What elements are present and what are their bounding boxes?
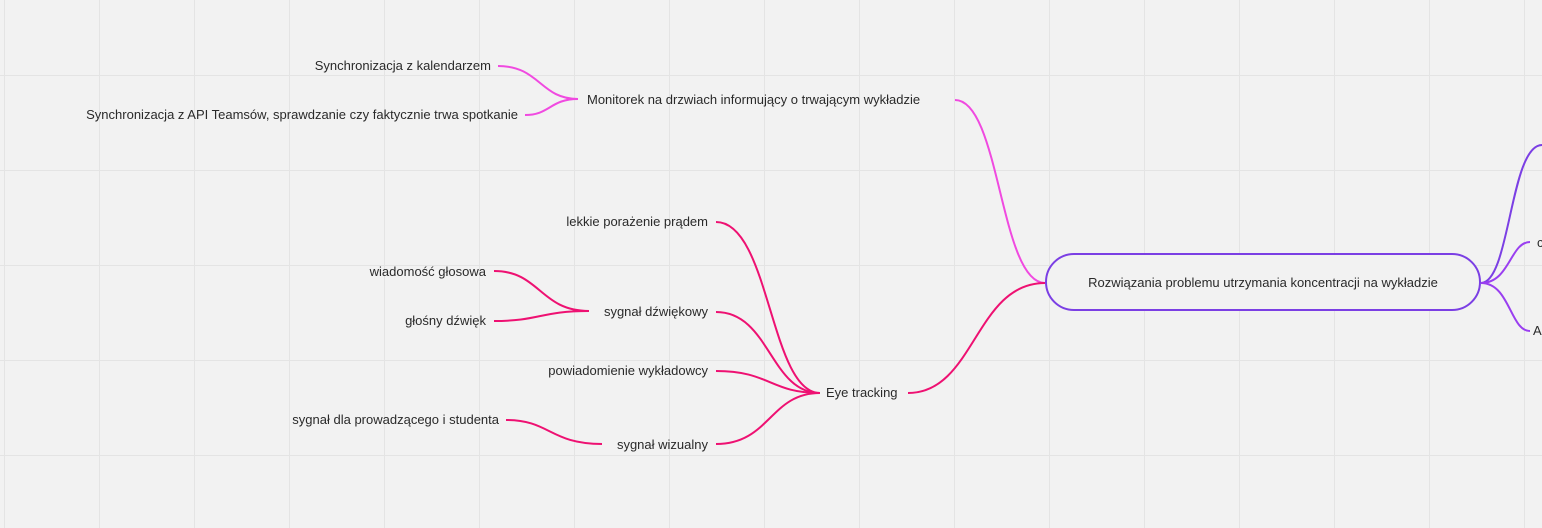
root-node[interactable]: Rozwiązania problemu utrzymania koncentr… [1045, 253, 1481, 311]
node-wiadomosc-glosowa[interactable]: wiadomość głosowa [369, 264, 486, 279]
node-sygnal-dzwiekowy[interactable]: sygnał dźwiękowy [603, 304, 708, 319]
node-glosny-dzwiek[interactable]: głośny dźwięk [405, 313, 486, 328]
edge-eye-powiadomienie [715, 370, 821, 394]
node-sygnal-prowadzacy-student[interactable]: sygnał dla prowadzącego i studenta [292, 412, 499, 427]
edge-root-right-a [1480, 282, 1531, 332]
node-sygnal-wizualny[interactable]: sygnał wizualny [616, 437, 708, 452]
root-node-label: Rozwiązania problemu utrzymania koncentr… [1088, 274, 1438, 290]
edge-eye-dzwiekowy [715, 311, 821, 394]
edge-monitorek-kalendarz [497, 65, 579, 100]
edge-wizualny-prowadzacy [505, 419, 603, 445]
edge-eye-wizualny [715, 392, 821, 445]
node-synchronizacja-teams[interactable]: Synchronizacja z API Teamsów, sprawdzani… [86, 107, 518, 122]
node-monitorek[interactable]: Monitorek na drzwiach informujący o trwa… [587, 92, 921, 107]
edge-root-right-top [1480, 144, 1542, 284]
node-right-a-partial[interactable]: A [1533, 323, 1542, 338]
edge-root-monitorek [954, 99, 1046, 284]
node-eye-tracking[interactable]: Eye tracking [826, 385, 898, 400]
node-powiadomienie-wykladowcy[interactable]: powiadomienie wykładowcy [548, 363, 708, 378]
node-right-c-partial[interactable]: c [1537, 235, 1542, 250]
edge-dzwiekowy-glosowa [493, 270, 590, 312]
node-lekkie-porazenie[interactable]: lekkie porażenie prądem [566, 214, 708, 229]
node-synchronizacja-kalendarz[interactable]: Synchronizacja z kalendarzem [314, 58, 491, 73]
edge-eye-porazenie [715, 221, 821, 394]
edge-monitorek-teams [524, 98, 579, 116]
edge-root-eyetracking [907, 282, 1046, 394]
edge-dzwiekowy-glosny [493, 310, 590, 322]
edge-root-right-c [1480, 241, 1531, 284]
